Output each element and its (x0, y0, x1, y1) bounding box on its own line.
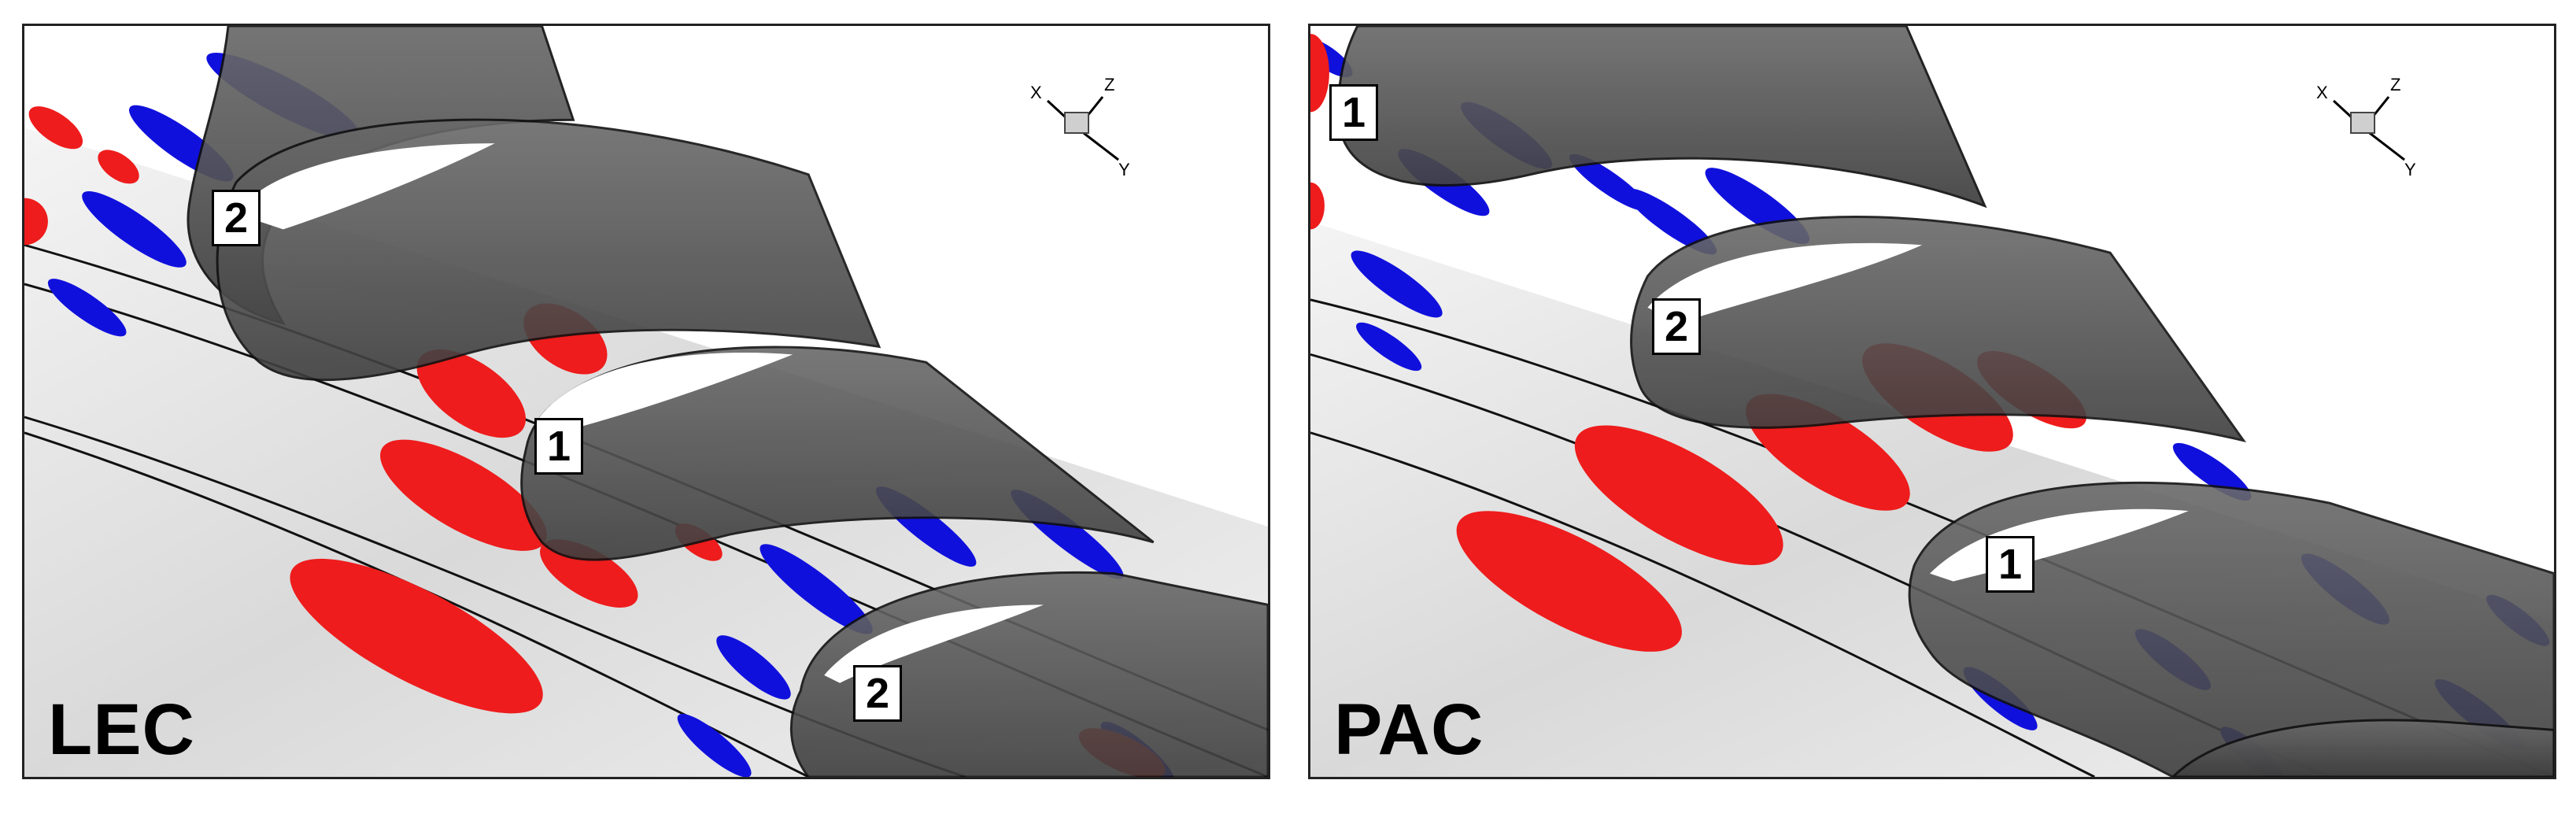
negative-contour (47, 279, 127, 337)
axis-x-label: X (2316, 83, 2328, 102)
negative-contour (716, 635, 791, 700)
negative-contour (1351, 250, 1443, 318)
positive-contour (24, 198, 48, 246)
axis-y-label: Y (2404, 160, 2416, 179)
pac-flow-visualization (1310, 26, 2554, 777)
panel-label: LEC (48, 689, 195, 770)
panel-pac: 1 2 1 X Z Y PAC (1308, 24, 2556, 779)
blade (520, 346, 1155, 561)
positive-contour (1456, 511, 1682, 652)
axis-x-label: X (1030, 83, 1042, 102)
blade-marker: 2 (1652, 298, 1701, 355)
axis-triad-icon: X Z Y (2316, 75, 2416, 179)
positive-contour (290, 558, 543, 714)
panel-lec: 2 1 2 X Z Y LEC (22, 24, 1270, 779)
blade-marker: 2 (853, 665, 902, 722)
blade (1908, 482, 2554, 777)
blade-marker: 1 (534, 418, 583, 475)
negative-contour (1625, 188, 1717, 255)
positive-contour (1310, 182, 1325, 230)
panel-label: PAC (1334, 689, 1484, 770)
positive-contour (380, 439, 547, 551)
axis-triad-icon: X Z Y (1030, 75, 1130, 179)
lec-flow-visualization (24, 26, 1268, 777)
axis-z-label: Z (2390, 75, 2400, 94)
blade-marker: 1 (1329, 84, 1378, 141)
blade-marker: 2 (212, 190, 261, 246)
axis-z-label: Z (1104, 75, 1114, 94)
negative-contour (1356, 322, 1422, 372)
axis-y-label: Y (1118, 160, 1130, 179)
positive-contour (416, 349, 527, 438)
negative-contour (2172, 442, 2252, 501)
negative-contour (677, 714, 752, 777)
blade (1337, 26, 1987, 209)
blade-marker: 1 (1986, 536, 2035, 593)
negative-contour (759, 544, 873, 634)
blade (1630, 216, 2246, 443)
blade (2171, 719, 2554, 777)
positive-contour (1574, 425, 1783, 566)
positive-contour (1310, 33, 1329, 113)
positive-contour (28, 106, 83, 150)
positive-contour (98, 150, 139, 184)
negative-contour (82, 190, 187, 268)
